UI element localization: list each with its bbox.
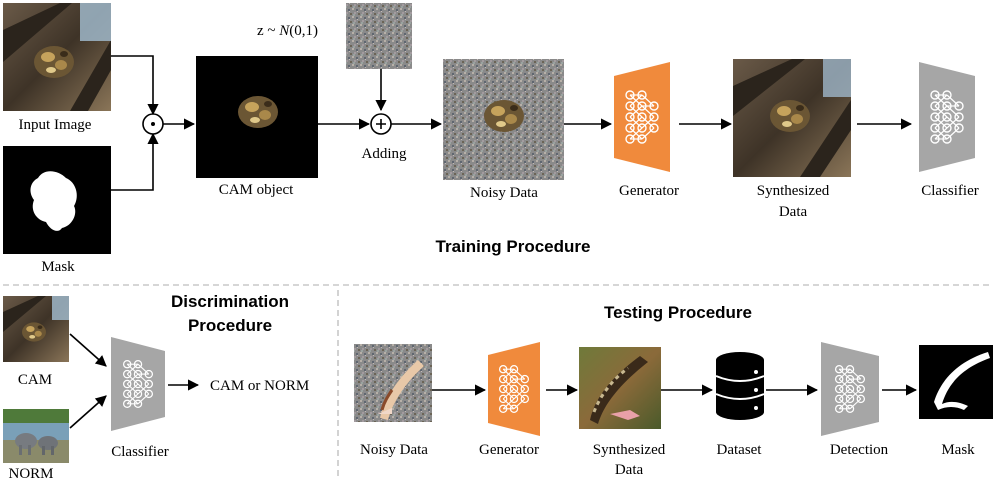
test-mask-image	[919, 345, 993, 419]
test-generator-label: Generator	[479, 442, 539, 458]
synthesized-label-line1: Synthesized	[757, 183, 830, 199]
cam-sample-image	[3, 296, 69, 362]
discrimination-title-line2: Procedure	[188, 316, 272, 335]
mask-to-multiply-arrow	[111, 132, 159, 191]
norm-sample-image	[3, 409, 69, 463]
test-mask-label: Mask	[941, 442, 975, 458]
synthesized-data-image	[733, 59, 851, 177]
generator-block	[614, 62, 670, 172]
discrimination-classifier-block	[111, 337, 165, 431]
test-noisy-data-image	[354, 344, 432, 422]
mask-image	[3, 146, 111, 254]
discrimination-output-label: CAM or NORM	[210, 378, 309, 394]
test-generator-block	[488, 342, 540, 436]
elementwise-multiply-node	[142, 113, 164, 135]
cam-sample-label: CAM	[18, 372, 52, 388]
add-node	[370, 113, 392, 135]
dataset-icon	[715, 352, 765, 420]
test-synthesized-data-image	[579, 347, 661, 429]
test-synthesized-label-line2: Data	[615, 462, 644, 478]
mask-label: Mask	[41, 259, 75, 275]
test-synthesized-label-line1: Synthesized	[593, 442, 666, 458]
norm-sample-label: NORM	[8, 466, 53, 482]
synthesized-label-line2: Data	[779, 204, 808, 220]
training-procedure-title: Training Procedure	[436, 237, 591, 256]
generator-label: Generator	[619, 183, 679, 199]
noise-distribution-label: z ~ N(0,1)	[257, 23, 318, 39]
dataset-label: Dataset	[717, 442, 763, 458]
classifier-label: Classifier	[921, 183, 979, 199]
detection-block	[821, 342, 879, 436]
input-image	[3, 3, 111, 111]
classifier-block	[919, 62, 975, 172]
noisy-data-label: Noisy Data	[470, 185, 538, 201]
input-image-label: Input Image	[19, 117, 92, 133]
input-to-multiply-arrow	[111, 55, 159, 116]
norm-to-disc-classifier-arrow	[69, 395, 107, 429]
noisy-data-image	[443, 59, 564, 180]
cam-object-label: CAM object	[219, 182, 294, 198]
discrimination-title-line1: Discrimination	[171, 292, 289, 311]
testing-procedure-title: Testing Procedure	[604, 303, 752, 322]
detection-label: Detection	[830, 442, 889, 458]
discrimination-classifier-label: Classifier	[111, 444, 169, 460]
cam-object-image	[196, 56, 318, 178]
test-noisy-data-label: Noisy Data	[360, 442, 428, 458]
adding-label: Adding	[362, 146, 408, 162]
noise-sample-image	[346, 3, 412, 69]
cam-to-disc-classifier-arrow	[69, 333, 107, 367]
